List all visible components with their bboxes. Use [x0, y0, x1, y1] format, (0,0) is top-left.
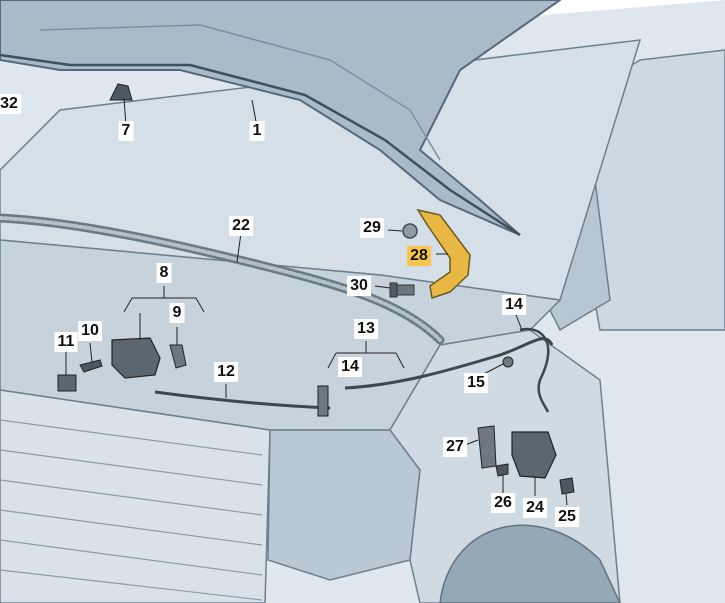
headlamp	[267, 429, 421, 581]
screw-part-26	[495, 463, 509, 477]
callout-32: 32	[0, 94, 21, 114]
seal-strip-texture	[0, 216, 442, 342]
wheel-arch	[439, 524, 621, 603]
cable-part-13	[344, 337, 554, 390]
bolt-part-30	[389, 282, 415, 298]
callout-13: 13	[354, 319, 378, 339]
hood	[0, 0, 562, 236]
hinge-part-28	[416, 208, 471, 299]
callout-25: 25	[555, 507, 579, 527]
callout-22: 22	[229, 216, 253, 236]
clip-part-11	[57, 374, 77, 392]
callout-7: 7	[118, 121, 134, 141]
cable-part-14	[519, 327, 550, 413]
nut-part-29	[402, 223, 418, 239]
callout-11: 11	[54, 332, 78, 352]
callout-8: 8	[156, 263, 172, 283]
screw-part-10	[79, 359, 103, 373]
grille-area	[0, 389, 271, 603]
callout-9: 9	[169, 303, 185, 323]
callout-30: 30	[347, 276, 371, 296]
callout-12: 12	[214, 362, 238, 382]
callout-28-highlighted: 28	[407, 246, 431, 266]
cable-handle	[317, 385, 329, 417]
lock-part-8	[111, 337, 161, 379]
callout-10: 10	[78, 321, 102, 341]
callout-24: 24	[523, 498, 547, 518]
part-25	[559, 477, 575, 495]
callout-1: 1	[249, 121, 265, 141]
cable-part-12	[154, 390, 331, 410]
hood-inner-panel	[39, 24, 441, 161]
buffer-part-7	[109, 83, 133, 101]
cable-clip-15	[502, 356, 514, 368]
callout-15: 15	[464, 373, 488, 393]
callout-14-left: 14	[338, 357, 362, 377]
switch-part-9	[169, 344, 187, 369]
catch-part-24	[511, 431, 557, 479]
grille-slats	[0, 419, 263, 601]
callout-26: 26	[491, 493, 515, 513]
hood-edge	[0, 53, 521, 237]
callout-29: 29	[360, 218, 384, 238]
callout-14-right: 14	[502, 295, 526, 315]
callout-27: 27	[443, 437, 467, 457]
